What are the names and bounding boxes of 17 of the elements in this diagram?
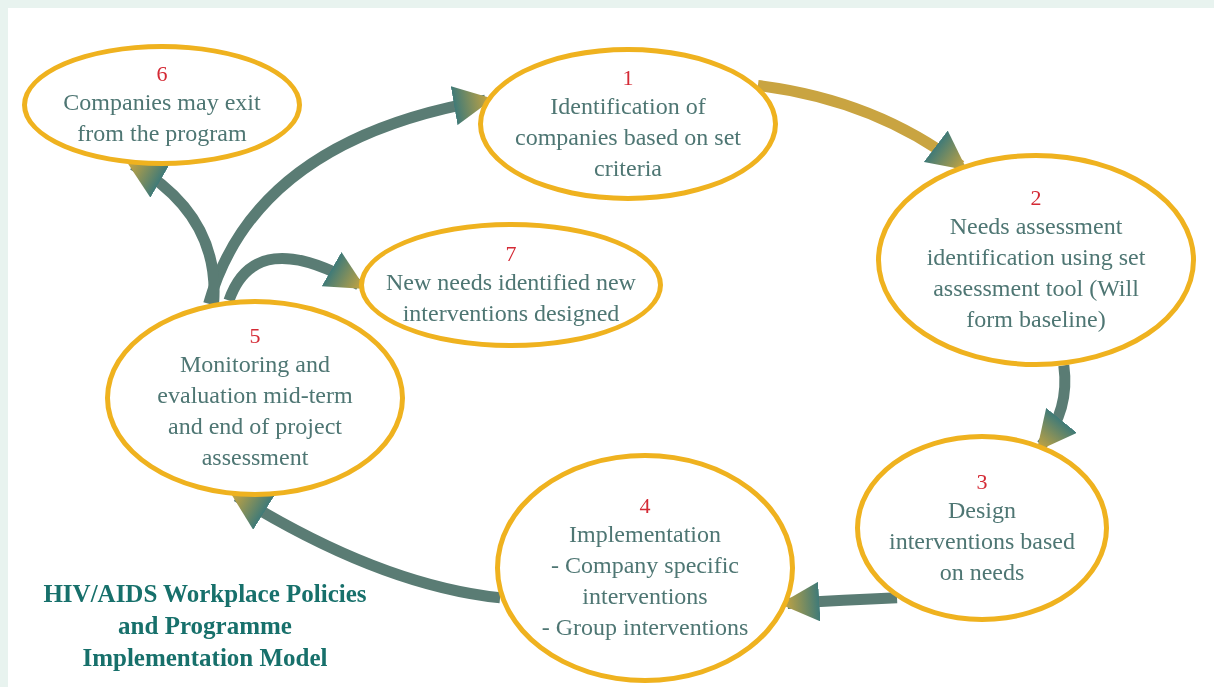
- step-text: - Group interventions: [541, 613, 749, 642]
- step-text: Needs assessment identification using set assessment tool (Will form baseline): [925, 212, 1147, 334]
- step-number: 3: [976, 468, 988, 495]
- step-text: Design interventions based on needs: [888, 495, 1076, 587]
- step-text: - Company specific interventions: [550, 551, 740, 611]
- step-number: 4: [639, 493, 651, 519]
- step-number: 5: [249, 323, 261, 349]
- step-number: 2: [1030, 185, 1042, 211]
- step-number: 1: [622, 64, 634, 91]
- diagram-title: HIV/AIDS Workplace Policies and Programme Implementation Model: [42, 579, 368, 673]
- step-number: 6: [156, 61, 168, 87]
- step-text: Companies may exit from the program: [62, 88, 262, 148]
- step-text: Identification of companies based on set criteria: [514, 91, 742, 183]
- step-text: Implementation: [569, 520, 721, 549]
- step-text: New needs identified new interventions designed: [385, 268, 637, 328]
- step-number: 7: [505, 241, 517, 267]
- step-text: Monitoring and evaluation mid-term and end of project assessment: [156, 350, 354, 472]
